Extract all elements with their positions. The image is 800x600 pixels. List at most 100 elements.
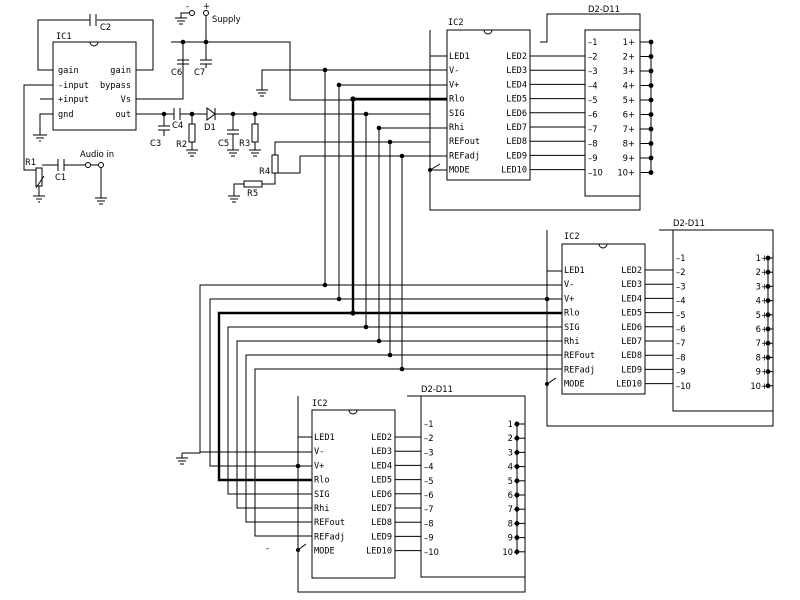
ic1-pin-r3: Vs <box>121 95 131 105</box>
ic2-bot-pin-left-8: REFadj <box>314 532 345 542</box>
r2-label: R2 <box>176 139 187 149</box>
led-bot-anode-2: 2+ <box>508 433 520 443</box>
led-top-anode-3: 3+ <box>623 66 635 76</box>
ic2-mid-pin-left-9: MODE <box>564 380 585 390</box>
ic1-pin-r2: bypass <box>100 81 131 91</box>
resistor-r3: R3 <box>239 114 261 157</box>
ic2-mid-pin-left-3: V+ <box>564 294 574 304</box>
capacitor-c3: C3 <box>150 125 170 148</box>
led-bot-cathode-4: –4 <box>424 462 434 472</box>
r3-label: R3 <box>239 138 250 148</box>
led-bot-anode-9: 9+ <box>508 533 520 543</box>
ic2-top-pin-left-1: LED1 <box>449 52 470 62</box>
c4-label: C4 <box>172 120 183 130</box>
led-bot-cathode-5: –5 <box>424 476 434 486</box>
ic2-top-pin-left-8: REFadj <box>449 151 480 161</box>
ic2-mid-pin-right-2: LED3 <box>621 280 642 290</box>
capacitor-c5: C5 <box>218 114 239 157</box>
led-bot-cathode-3: –3 <box>424 447 434 457</box>
ic2-mid-pin-left-5: SIG <box>564 323 580 333</box>
ic2-top-pin-right-6: LED7 <box>506 123 527 133</box>
led-top-cathode-7: –7 <box>588 124 598 134</box>
r4-label: R4 <box>259 166 270 176</box>
ic2-top-pin-left-7: REFout <box>449 137 480 147</box>
led-mid-cathode-5: –5 <box>676 310 686 320</box>
ic2-mid-pin-right-5: LED6 <box>621 323 642 333</box>
ic2-mid-pin-left-7: REFout <box>564 351 595 361</box>
ic2-top-pin-right-8: LED9 <box>506 151 527 161</box>
ic2-top-pin-left-2: V- <box>449 66 459 76</box>
led-top-cathode-9: –9 <box>588 153 598 163</box>
c5-label: C5 <box>218 138 229 148</box>
led-bot-cathode-9: –9 <box>424 533 434 543</box>
ic2-mid-pin-left-2: V- <box>564 280 574 290</box>
led-mid-anode-1: 1+ <box>756 253 768 263</box>
c7-label: C7 <box>194 67 205 77</box>
d1-label: D1 <box>204 122 216 132</box>
ic2-bot-pin-left-2: V- <box>314 447 324 457</box>
led-mid-cathode-2: –2 <box>676 267 686 277</box>
potentiometer-r1: R1 <box>25 157 58 203</box>
led-top-cathode-6: –6 <box>588 110 598 120</box>
led-mid-anode-3: 3+ <box>756 281 768 291</box>
ic2-mid-pin-right-9: LED10 <box>616 380 642 390</box>
ic1-pin-r4: out <box>115 110 131 120</box>
ic2-mid-pin-left-4: Rlo <box>564 309 580 319</box>
resistor-r5: R5 <box>228 180 263 203</box>
ic2-bot-pin-right-1: LED2 <box>371 433 392 443</box>
c1-label: C1 <box>55 172 66 182</box>
ic2-top-frame <box>428 13 641 211</box>
ic2-top-pin-right-3: LED4 <box>506 80 527 90</box>
led-top-anode-10: 10+ <box>617 168 635 178</box>
ic2-top-pin-left-4: Rlo <box>449 95 465 105</box>
ic2-mid-pin-right-1: LED2 <box>621 266 642 276</box>
led-mid-anode-10: 10+ <box>750 381 768 391</box>
led-bot-cathode-7: –7 <box>424 504 434 514</box>
led-top-cathode-1: –1 <box>588 37 598 47</box>
supply-terminals: - + Supply <box>171 1 325 101</box>
led-bot-cathode-6: –6 <box>424 490 434 500</box>
led-mid-cathode-3: –3 <box>676 281 686 291</box>
led-top-anode-8: 8+ <box>623 139 635 149</box>
c6-label: C6 <box>171 67 182 77</box>
ic2-bot-pin-right-5: LED6 <box>371 490 392 500</box>
led-mid-anode-6: 6+ <box>756 324 768 334</box>
led-mid-anode-7: 7+ <box>756 338 768 348</box>
led-top-anode-5: 5+ <box>623 95 635 105</box>
supply-label: Supply <box>212 14 241 24</box>
ic2-bot-pin-left-5: SIG <box>314 490 330 500</box>
led-top-anode-4: 4+ <box>623 81 635 91</box>
led-top-anode-9: 9+ <box>623 153 635 163</box>
ic1-pin-l4: gnd <box>58 110 74 120</box>
output-stage <box>161 107 430 126</box>
ic2-mid-pin-right-3: LED4 <box>621 294 642 304</box>
ic2-top-pin-left-3: V+ <box>449 80 459 90</box>
ic2-mid-pin-right-7: LED8 <box>621 351 642 361</box>
ic2-bot-chip: IC2 <box>311 399 396 579</box>
led-mid-cathode-4: –4 <box>676 296 686 306</box>
c2-label: C2 <box>100 22 111 32</box>
led-array-top-label: D2-D11 <box>588 4 620 14</box>
led-mid-anode-9: 9+ <box>756 367 768 377</box>
ic2-top-pin-right-5: LED6 <box>506 109 527 119</box>
led-top-anode-2: 2+ <box>623 52 635 62</box>
led-top-cathode-3: –3 <box>588 66 598 76</box>
led-bot-anode-4: 4+ <box>508 462 520 472</box>
led-bot-anode-1: 1+ <box>508 419 520 429</box>
ic2-top-pin-right-7: LED8 <box>506 137 527 147</box>
led-top-cathode-8: –8 <box>588 139 598 149</box>
ic2-top-pin-left-6: Rhi <box>449 123 465 133</box>
ic2-mid-pin-right-6: LED7 <box>621 337 642 347</box>
capacitor-c7: C7 <box>194 42 212 77</box>
led-bot-anode-3: 3+ <box>508 447 520 457</box>
ic2-bot-label: IC2 <box>312 399 328 409</box>
led-mid-cathode-1: –1 <box>676 253 686 263</box>
led-top-anode-7: 7+ <box>623 124 635 134</box>
ic2-mid-chip: IC2 <box>561 232 646 395</box>
generated-pins: LED1V-V+RloSIGRhiREFoutREFadjMODELED2LED… <box>314 37 773 557</box>
led-bot-anode-10: 10+ <box>502 547 520 557</box>
ic2-bot-pin-left-6: Rhi <box>314 504 330 514</box>
ic2-bot-pin-left-3: V+ <box>314 461 324 471</box>
ic2-mid-label: IC2 <box>564 232 580 242</box>
supply-plus-label: + <box>203 1 210 11</box>
